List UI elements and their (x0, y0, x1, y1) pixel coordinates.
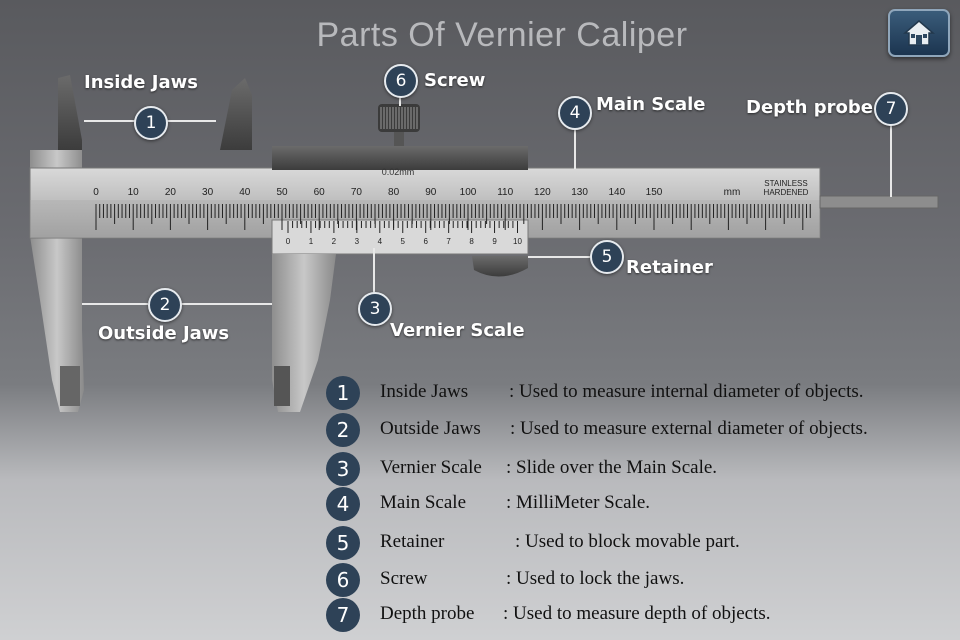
main-scale-number: 50 (276, 187, 288, 198)
legend-desc-5: : Used to block movable part. (515, 531, 740, 552)
inside-jaw-sliding (220, 78, 252, 150)
main-scale-number: 140 (608, 187, 625, 198)
vernier-scale-number: 10 (513, 237, 522, 246)
vernier-scale-number: 0 (286, 237, 291, 246)
callout-badge-2: 2 (148, 288, 182, 322)
legend-name-6: Screw (380, 568, 428, 589)
callout-line-4 (574, 127, 576, 169)
callout-badge-7: 7 (874, 92, 908, 126)
legend-desc-4: : MilliMeter Scale. (506, 492, 651, 513)
callout-label-screw: Screw (424, 70, 486, 91)
main-scale-number: 40 (239, 187, 251, 198)
vernier-marking: 0.02mm (382, 167, 415, 177)
legend-num-5: 5 (326, 526, 360, 560)
callout-label-main-scale: Main Scale (596, 94, 706, 115)
vernier-scale-number: 2 (332, 237, 337, 246)
callout-line-2a (82, 303, 148, 305)
legend-name-7: Depth probe (380, 603, 475, 624)
callout-line-3 (373, 248, 375, 294)
main-scale-number: 0 (93, 187, 99, 198)
callout-line-1a (84, 120, 136, 122)
callout-badge-1: 1 (134, 106, 168, 140)
callout-line-2b (180, 303, 272, 305)
home-icon (903, 20, 935, 46)
callout-badge-5: 5 (590, 240, 624, 274)
retainer (472, 256, 528, 277)
main-scale-number: 110 (497, 187, 513, 198)
legend-num-1: 1 (326, 376, 360, 410)
vernier-scale-number: 8 (469, 237, 474, 246)
depth-probe-rod (819, 195, 939, 209)
slider-top-block (272, 146, 528, 170)
legend-num-2: 2 (326, 413, 360, 447)
main-scale-number: 100 (460, 187, 477, 198)
vernier-scale-number: 5 (401, 237, 406, 246)
legend-desc-3: : Slide over the Main Scale. (506, 457, 718, 478)
legend-num-6: 6 (326, 563, 360, 597)
legend-name-5: Retainer (380, 531, 445, 552)
vernier-scale-number: 7 (446, 237, 451, 246)
vernier-scale-number: 6 (423, 237, 428, 246)
inside-jaw-fixed (58, 75, 82, 150)
main-scale-number: 130 (571, 187, 588, 198)
legend-name-4: Main Scale (380, 492, 467, 513)
callout-label-depth-probe: Depth probe (746, 97, 873, 118)
stamp-stainless: STAINLESS (764, 179, 807, 188)
legend-num-4: 4 (326, 487, 360, 521)
main-scale-number: 30 (202, 187, 214, 198)
legend-name-3: Vernier Scale (380, 457, 482, 478)
home-button[interactable] (888, 9, 950, 57)
callout-label-inside-jaws: Inside Jaws (84, 72, 198, 93)
legend-name-2: Outside Jaws (380, 418, 481, 439)
vernier-scale-number: 4 (378, 237, 383, 246)
main-scale-number: 20 (165, 187, 177, 198)
callout-badge-4: 4 (558, 96, 592, 130)
legend-desc-6: : Used to lock the jaws. (506, 568, 685, 589)
main-scale-number: 150 (646, 187, 663, 198)
callout-badge-6: 6 (384, 64, 418, 98)
callout-line-5 (528, 256, 590, 258)
main-scale-number: 120 (534, 187, 551, 198)
unit-label: mm (724, 187, 741, 198)
legend-desc-1: : Used to measure internal diameter of o… (509, 381, 864, 402)
callout-line-7 (890, 123, 892, 197)
callout-label-outside-jaws: Outside Jaws (98, 323, 230, 344)
legend-name-1: Inside Jaws (380, 381, 469, 402)
main-scale-number: 70 (351, 187, 363, 198)
callout-label-retainer: Retainer (626, 257, 713, 278)
callout-label-vernier-scale: Vernier Scale (390, 320, 525, 341)
main-scale-number: 80 (388, 187, 400, 198)
vernier-scale-number: 3 (355, 237, 360, 246)
stamp-hardened: HARDENED (764, 188, 809, 197)
callout-line-6 (399, 94, 401, 106)
vernier-scale-number: 1 (309, 237, 314, 246)
legend-num-3: 3 (326, 452, 360, 486)
legend-desc-7: : Used to measure depth of objects. (503, 603, 771, 624)
callout-badge-3: 3 (358, 292, 392, 326)
main-scale-number: 10 (128, 187, 140, 198)
legend-desc-2: : Used to measure external diameter of o… (510, 418, 868, 439)
main-scale-number: 90 (425, 187, 437, 198)
callout-line-1b (166, 120, 216, 122)
legend-num-7: 7 (326, 598, 360, 632)
main-scale-number: 60 (314, 187, 326, 198)
vernier-scale-number: 9 (492, 237, 497, 246)
page-title: Parts Of Vernier Caliper (316, 16, 688, 54)
